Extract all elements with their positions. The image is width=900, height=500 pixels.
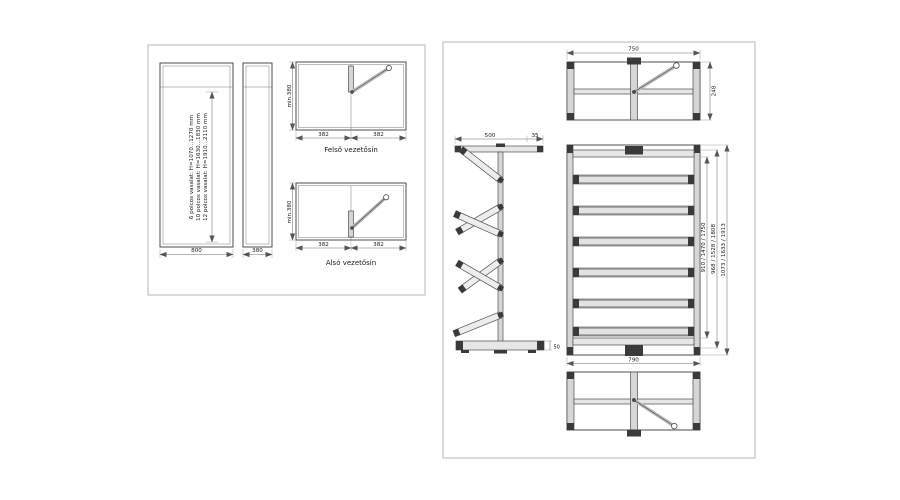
upper-rail-depth-dim-label: min.380 [287,84,293,107]
swivel-arm-bottom-view [632,398,678,430]
lower-rail-caption: Alsó vezetősín [326,258,376,267]
front-width-dim-label: 800 [191,248,202,254]
side-view-rail-dim-label: 35 [531,133,539,139]
fan-shelf [453,210,504,238]
side-view-base-dim-label: 50 [554,345,560,351]
swivel-arm-upper [350,65,392,94]
lower-guide-rail-view: min.380 382 382 Alsó vezetősín [287,182,407,267]
cabinet-front-view: 800 6 polcos vasalat: H=1070...1270 mm 1… [159,62,234,258]
shelf-row [572,205,695,216]
lower-rail-right-dim-label: 382 [373,242,384,248]
shelf-row [572,236,695,247]
front-width-dim-label-right: 790 [628,358,639,364]
front-height-dim-inner-label: 910 / 1470 / 1750 [701,222,707,272]
upper-rail-right-dim-label: 382 [373,132,384,138]
shelf-row [572,267,695,278]
shelf-row [572,298,695,309]
upper-guide-rail-view: min.380 382 382 Felső vezetősín [287,61,407,154]
height-note-10-shelf: 10 polcos vasalat: H=1630...1830 mm [196,113,202,221]
swivel-arm-lower [350,194,390,230]
lower-rail-depth-dim-label: min.380 [287,200,293,223]
cabinet-side-view: 380 [242,62,273,258]
unit-side-view-fanned: 500 35 50 [452,133,560,354]
height-note-6-shelf: 6 polcos vasalat: H=1070...1270 mm [189,115,195,219]
unit-front-view: 910 / 1470 / 1750 968 / 1528 / 1808 1073… [566,144,730,367]
upper-rail-left-dim-label: 382 [318,132,329,138]
unit-top-view: 750 248 [566,47,718,121]
upper-rail-caption: Felső vezetősín [324,145,378,154]
side-width-dim-label: 380 [252,248,263,254]
front-height-dim-outer-label: 1073 / 1633 / 1913 [721,223,727,277]
side-view-width-dim-label: 500 [485,133,496,139]
top-view-depth-dim-label: 248 [712,85,718,96]
swivel-arm-top-view [632,62,680,94]
fan-shelf [458,146,505,184]
lower-rail-left-dim-label: 382 [318,242,329,248]
unit-bottom-view [566,371,701,437]
fan-shelf [455,259,505,292]
front-height-dim-middle-label: 968 / 1528 / 1808 [711,224,717,274]
shelf-row [572,326,695,337]
shelf-row [572,174,695,185]
height-note-12-shelf: 12 polcos vasalat: H=1910...2110 mm [203,113,209,221]
right-panel: 750 248 [442,41,756,459]
left-panel: 800 6 polcos vasalat: H=1070...1270 mm 1… [147,44,426,296]
top-view-width-dim-label: 750 [628,47,639,53]
fan-shelf [452,311,504,338]
